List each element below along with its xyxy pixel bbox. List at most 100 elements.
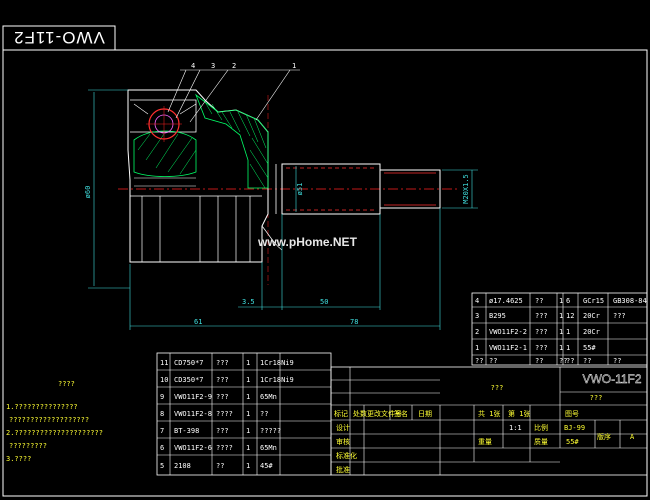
table-cell: ??? (216, 427, 229, 435)
table-cell: 5 (160, 462, 164, 470)
tb-h-mark: 标记 (334, 409, 348, 418)
cv-joint-drawing: 4 3 2 1 ø60 ø51 M20X1.5 (84, 62, 478, 330)
table-cell: ??? (613, 312, 626, 320)
table-cell: 1 (246, 444, 250, 452)
note-line-4: ????????? (9, 442, 47, 450)
table-cell: 3 (475, 312, 479, 320)
drawing-border (2, 49, 648, 497)
table-cell: CD750*7 (174, 359, 204, 367)
table-cell: VWO11F2-1 (489, 344, 527, 352)
table-cell: GCr15 (583, 297, 604, 305)
table-cell: B295 (489, 312, 506, 320)
table-cell: ?? (566, 357, 574, 365)
tb-quality-label: 质量 (534, 437, 548, 446)
table-cell: 1 (566, 344, 570, 352)
table-cell: 1 (246, 427, 250, 435)
tb-row-std: 标准化 (336, 451, 357, 460)
table-cell: 2108 (174, 462, 191, 470)
table-cell: VWO11F2-8 (174, 410, 212, 418)
tb-quality: BJ-99 (564, 424, 585, 432)
tb-code: VWO-11F2 (582, 372, 641, 386)
table-cell: 1 (566, 328, 570, 336)
table-cell: 6 (566, 297, 570, 305)
tb-version: A (630, 433, 635, 441)
dim-61: 61 (194, 318, 202, 326)
table-cell: 8 (160, 410, 164, 418)
tb-version-label: 版序 (597, 432, 611, 441)
note-line-5: 3.???? (6, 455, 31, 463)
table-cell: 10 (160, 376, 168, 384)
table-cell: ?? (475, 357, 483, 365)
table-cell: 1 (559, 328, 563, 336)
balloon-4: 4 (191, 62, 195, 70)
tb-h-count: 处数 (353, 409, 367, 418)
table-cell: 65Mn (260, 444, 277, 452)
watermark: www.pHome.NET (257, 235, 358, 249)
dim-thread: M20X1.5 (462, 174, 470, 204)
note-line-1: 1.??????????????? (6, 403, 78, 411)
tb-scale: 1:1 (509, 424, 522, 432)
table-cell: 7 (160, 427, 164, 435)
table-cell: ?? (535, 357, 543, 365)
tb-row-approve: 批准 (336, 465, 350, 474)
note-line-3: 2.????????????????????? (6, 429, 103, 437)
tb-material: 55# (566, 438, 579, 446)
table-cell: VWO11F2-6 (174, 444, 212, 452)
table-cell: ?? (535, 297, 543, 305)
table-cell: 12 (566, 312, 574, 320)
tb-row-design: 设计 (336, 423, 350, 432)
tb-h-doc: 更改文件号 (367, 409, 402, 418)
dim-3-5: 3.5 (242, 298, 255, 306)
tb-h-sign: 签名 (394, 409, 408, 418)
table-cell: ?? (613, 357, 621, 365)
table-cell: 11 (160, 359, 168, 367)
table-cell: ?? (559, 357, 567, 365)
table-cell: 1 (246, 462, 250, 470)
table-cell: GB308-84 (613, 297, 647, 305)
tb-scale-label: 比例 (534, 423, 548, 432)
table-cell: 4 (475, 297, 479, 305)
table-cell: 55# (583, 344, 596, 352)
table-cell: BT-398 (174, 427, 199, 435)
table-cell: CD350*7 (174, 376, 204, 384)
tb-h-date: 日期 (418, 410, 432, 418)
dim-50: 50 (320, 298, 328, 306)
table-cell: ??? (535, 328, 548, 336)
table-cell: 20Cr (583, 312, 600, 320)
tb-col-label: 图号 (565, 410, 579, 418)
table-cell: ?? (489, 357, 497, 365)
balloon-3: 3 (211, 62, 215, 70)
table-cell: 9 (160, 393, 164, 401)
note-line-2: ??????????????????? (9, 416, 89, 424)
table-cell: 1 (246, 359, 250, 367)
table-cell: 20Cr (583, 328, 600, 336)
table-cell: 1 (246, 393, 250, 401)
balloon-2: 2 (232, 62, 236, 70)
mirrored-title: VWO-11F2 (13, 28, 105, 47)
table-cell: 65Mn (260, 393, 277, 401)
table-cell: ??? (216, 359, 229, 367)
table-cell: ????? (260, 427, 281, 435)
table-cell: VWO11F2-2 (489, 328, 527, 336)
table-cell: 1 (559, 312, 563, 320)
balloon-1: 1 (292, 62, 296, 70)
tb-name: ??? (491, 384, 504, 392)
tb-weight-label: 重量 (478, 438, 492, 446)
table-cell: ø17.4625 (489, 297, 523, 305)
tb-code-sub: ??? (590, 394, 603, 402)
dim-78: 78 (350, 318, 358, 326)
tb-sheets: 共 1张 (478, 409, 500, 418)
table-cell: ??? (535, 344, 548, 352)
table-cell: 1Cr18Ni9 (260, 359, 294, 367)
table-cell: ?? (260, 410, 268, 418)
table-cell: 1 (246, 410, 250, 418)
table-cell: 1 (559, 297, 563, 305)
table-cell: 2 (475, 328, 479, 336)
title-block: ??? VWO-11F2 ??? 标记 处数 更改文件号 签名 日期 共 1张 … (330, 366, 648, 476)
tb-row-review: 审核 (336, 437, 350, 446)
dim-d60: ø60 (84, 186, 92, 199)
parts-table-right (471, 292, 648, 366)
table-cell: ?? (583, 357, 591, 365)
table-cell: ??? (216, 393, 229, 401)
